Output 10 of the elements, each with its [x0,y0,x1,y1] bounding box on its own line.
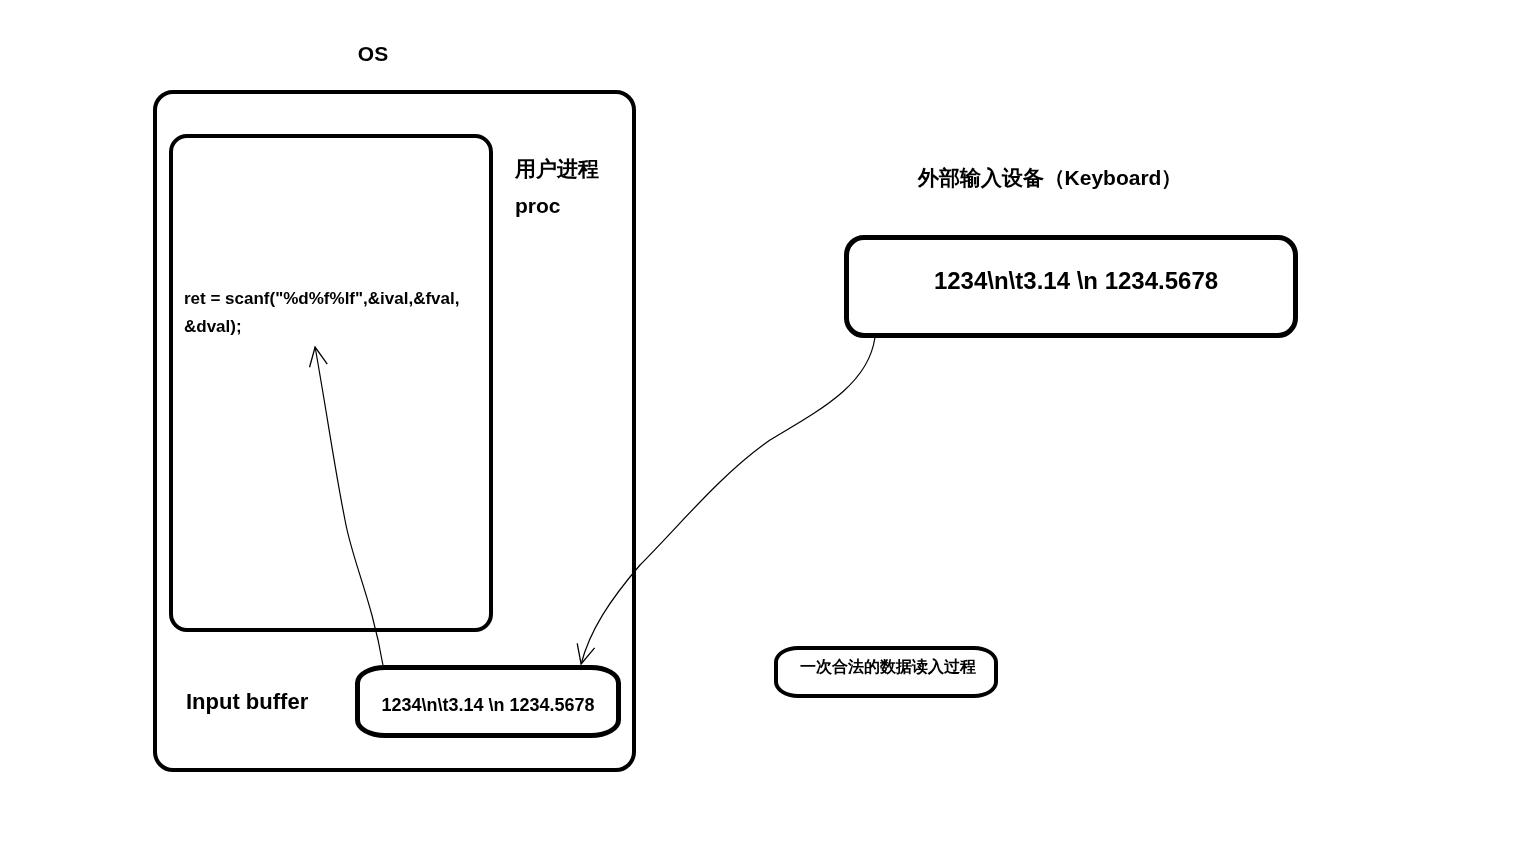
note-text: 一次合法的数据读入过程 [800,657,976,677]
box-heading: 用户进程 proc [515,156,600,219]
box-heading: 外部输入设备（Keyboard） [917,165,1183,191]
buffer-label: Input buffer [186,689,309,716]
curved-arrow [308,346,384,666]
buffer-text: 1234\n\t3.14 \n 1234.5678 [381,695,595,717]
curved-arrow [577,337,876,665]
code-text: ret = scanf("%d%f%lf",&ival,&fval, &dval); [184,285,484,341]
box-heading: OS [357,41,389,67]
device-text: 1234\n\t3.14 \n 1234.5678 [933,266,1219,296]
